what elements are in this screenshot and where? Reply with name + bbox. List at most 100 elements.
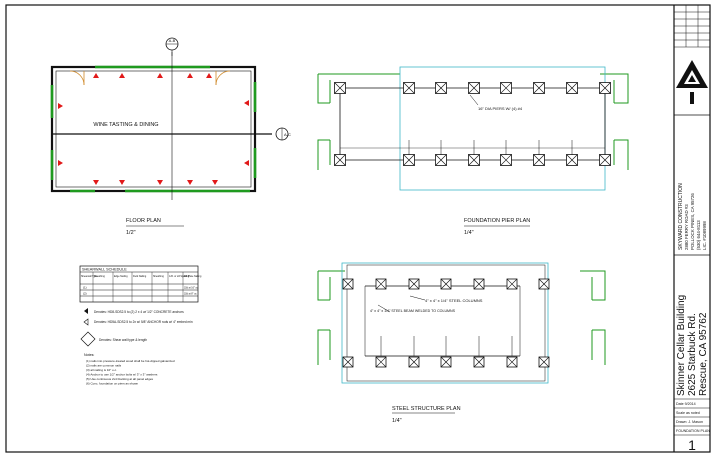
pier-grid — [334, 82, 611, 166]
note-line: (5) Use continuous 2x4 blocking at all p… — [86, 377, 154, 381]
sheet-border — [5, 4, 711, 453]
foundation-callout: 16" DIA PIERS W/ (4) #4 — [478, 106, 523, 111]
steel-plan-scale: 1/4" — [392, 418, 402, 424]
room-label: WINE TASTING & DINING — [93, 122, 158, 128]
schedule-header: Sill Plate Nailing — [184, 275, 202, 278]
pier-cross — [566, 154, 578, 166]
door-swing-left — [69, 70, 85, 86]
title-block: SKYWARD CONSTRUCTION 2880 FERRY ROAD #3 … — [674, 5, 710, 453]
pier-cross — [435, 82, 447, 94]
steel-column-cross — [440, 278, 452, 290]
holddown-symbol-b — [83, 318, 89, 326]
holddown-markers — [58, 73, 249, 185]
pier-cross — [468, 82, 480, 94]
company-logo — [676, 60, 708, 104]
section-marker-right: A-C — [275, 127, 291, 141]
floor-plan-title: FLOOR PLAN — [126, 218, 161, 224]
pier-cross — [468, 154, 480, 166]
section-marker-top: A-B — [165, 37, 179, 56]
steel-column-cross — [473, 278, 485, 290]
schedule-cell: 32d at 8" oc — [184, 293, 197, 296]
steel-column-cross — [342, 356, 354, 368]
schedule-title: SHEARWALL SCHEDULE — [82, 268, 127, 272]
steel-column-cross — [538, 278, 550, 290]
company-line: 2880 FERRY ROAD #3 — [684, 204, 689, 250]
pier-cross — [533, 82, 545, 94]
door-swing-right — [215, 70, 231, 86]
steel-column-cross — [408, 278, 420, 290]
legend: Denotes: HD8-SDS2.5 to (2) 2 x 4 w/ 1/2"… — [80, 308, 193, 386]
company-line: LIC. #1089998 — [702, 221, 707, 250]
pier-cross — [599, 82, 611, 94]
steel-column-cross — [473, 356, 485, 368]
company-info: SKYWARD CONSTRUCTION 2880 FERRY ROAD #3 … — [678, 183, 707, 250]
pier-cross — [403, 154, 415, 166]
pier-cross — [599, 154, 611, 166]
pier-cross — [500, 154, 512, 166]
shearwall-segments — [50, 65, 257, 193]
sheet-label: FOUNDATION PLAN — [676, 429, 710, 433]
steel-structure-plan: 4" x 4" x 1/4" STEEL COLUMNS 4" x 4" x 1… — [317, 262, 606, 424]
shearwall-diamond-symbol — [80, 331, 96, 347]
company-line: SKYWARD CONSTRUCTION — [678, 183, 684, 250]
scale-label: Scale as noted — [676, 411, 700, 415]
steel-column-cross — [342, 278, 354, 290]
schedule-cell: 32d at 16" oc — [184, 287, 199, 290]
foundation-plan-scale: 1/4" — [464, 230, 474, 236]
steel-plan-title: STEEL STRUCTURE PLAN — [392, 406, 461, 412]
company-line: (530) 644-8113 — [696, 220, 701, 250]
schedule-header: A.B. or sill Spacing — [169, 275, 190, 278]
floor-plan-scale: 1/2" — [126, 230, 136, 236]
section-marker-top-label: A-B — [169, 38, 176, 43]
schedule-header: Sheathing — [94, 275, 105, 278]
legend-item: Denotes: HD8-SDS2.5 to (2) 2 x 4 w/ 1/2"… — [94, 310, 184, 314]
pier-cross — [334, 82, 346, 94]
floor-plan-inner-walls — [55, 70, 252, 188]
steel-column-cross — [506, 278, 518, 290]
legend-item: Denotes: Shear wall type & length — [99, 338, 147, 342]
steel-column-cross — [440, 356, 452, 368]
drawn-by: Drawn: J. Mason — [676, 420, 703, 424]
pier-cross — [500, 82, 512, 94]
note-line: (6) Conc. foundation on piers as shown — [86, 382, 139, 386]
steel-column-cross — [506, 356, 518, 368]
notes-title: Notes: — [84, 353, 94, 357]
revision-grid — [674, 5, 710, 48]
schedule-header: Field Nailing — [133, 275, 147, 278]
holddown-symbol-a — [84, 308, 88, 314]
date-label: Date 9/2014 — [676, 402, 696, 406]
foundation-pier-plan: 16" DIA PIERS W/ (4) #4 FOUNDATION PIER … — [317, 66, 629, 236]
shearwall-schedule: SHEARWALL SCHEDULE Shearwall Type Sheath… — [79, 265, 202, 303]
pier-cross — [403, 82, 415, 94]
pier-cross — [435, 154, 447, 166]
note-line: (3) all nailing is 10" o.c. — [86, 368, 117, 372]
floor-plan-walls — [50, 65, 257, 193]
floor-plan: A-B A-C WINE TASTING & DINING FLOOR PLAN… — [50, 37, 291, 236]
pier-cross — [334, 154, 346, 166]
note-line: (1) nails into pressure-treated wood sha… — [86, 359, 175, 363]
steel-column-cross — [408, 356, 420, 368]
project-name: Skinner Cellar Building — [676, 295, 687, 396]
steel-callout-beam: 4" x 4" x 1/4" STEEL BEAM WELDED TO COLU… — [370, 309, 456, 313]
steel-column-grid — [342, 278, 550, 368]
steel-callout-columns: 4" x 4" x 1/4" STEEL COLUMNS — [425, 298, 483, 303]
schedule-cell: (1) — [83, 286, 87, 290]
schedule-cell: (2) — [83, 292, 87, 296]
steel-column-cross — [375, 356, 387, 368]
note-line: (2) nails are common nails — [86, 364, 122, 368]
project-city: Rescue, CA 95762 — [698, 312, 709, 396]
schedule-header: Edge Nailing — [114, 275, 128, 278]
pier-cross — [533, 154, 545, 166]
project-info: Skinner Cellar Building 2625 Starbuck Rd… — [676, 295, 709, 396]
project-address: 2625 Starbuck Rd. — [687, 313, 698, 396]
pier-cross — [566, 82, 578, 94]
foundation-plan-title: FOUNDATION PIER PLAN — [464, 218, 530, 224]
sheet-number: 1 — [688, 437, 696, 453]
steel-column-cross — [538, 356, 550, 368]
steel-cyan-outline — [341, 262, 549, 384]
legend-item: Denotes: HD5A-SDS2.5 to 2x w/ 5/8" ANCHO… — [94, 320, 193, 324]
section-marker-right-label: A-C — [284, 132, 291, 137]
schedule-header: Sheathing — [153, 275, 164, 278]
company-line: POLLOCK PINES, CA 95726 — [690, 193, 695, 250]
